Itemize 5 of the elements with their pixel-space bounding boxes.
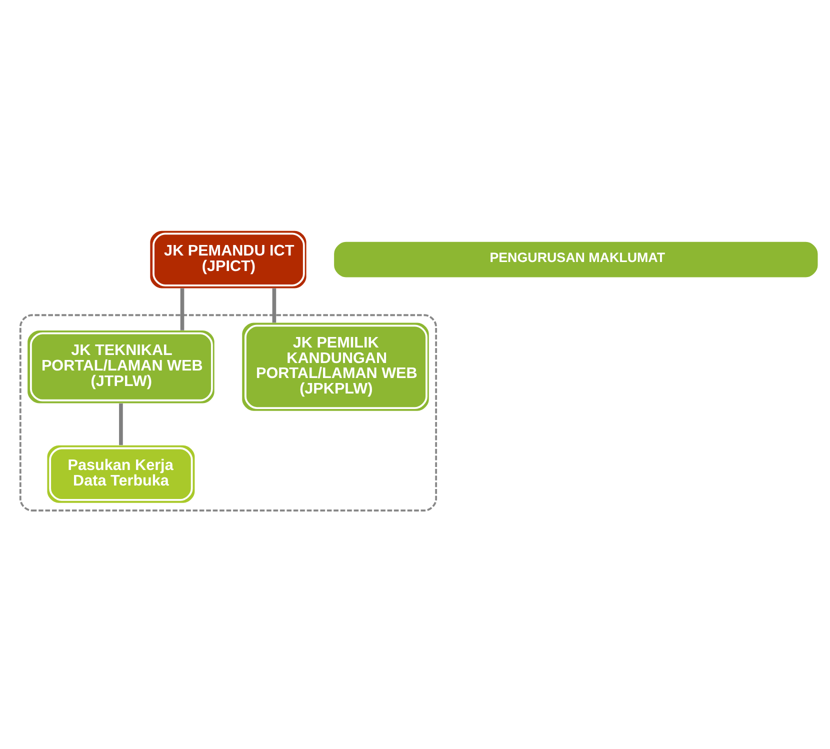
cluster	[19, 314, 438, 512]
node-box: PENGURUSAN MAKLUMAT	[334, 242, 818, 278]
connector	[272, 288, 276, 323]
connector	[119, 403, 123, 446]
connector	[180, 288, 184, 330]
